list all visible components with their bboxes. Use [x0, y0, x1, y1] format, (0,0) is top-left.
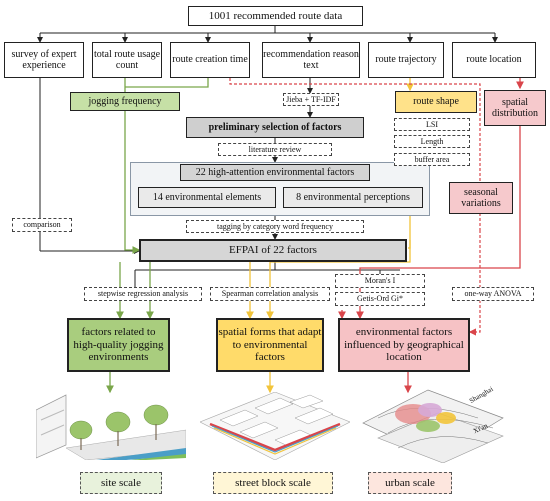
comparison-box: comparison — [12, 218, 72, 232]
factors22-title: 22 high-attention environmental factors — [180, 164, 370, 181]
source-location: route location — [452, 42, 536, 78]
source-reason: recommendation reason text — [262, 42, 360, 78]
stepwise-box: stepwise regression analysis — [84, 287, 202, 301]
source-trajectory: route trajectory — [368, 42, 444, 78]
source-creation: route creation time — [170, 42, 250, 78]
site-illustration — [36, 394, 186, 460]
environmental-perceptions-box: 8 environmental perceptions — [283, 187, 423, 208]
spearman-box: Spearman correlation analysis — [210, 287, 330, 301]
scale-urban: urban scale — [368, 472, 452, 494]
getis-box: Getis-Ord Gi* — [335, 292, 425, 306]
metric-buffer-area: buffer area — [394, 153, 470, 166]
metric-lsi: LSI — [394, 118, 470, 131]
tagging-box: tagging by category word frequency — [186, 220, 364, 233]
route-shape-box: route shape — [395, 91, 477, 113]
scale-site: site scale — [80, 472, 162, 494]
jieba-tfidf-box: Jieba + TF-IDF — [283, 93, 339, 106]
preliminary-selection-box: preliminary selection of factors — [186, 117, 364, 138]
seasonal-variations-box: seasonal variations — [449, 182, 513, 214]
anova-box: one-way ANOVA — [452, 287, 534, 301]
scale-street-block: street block scale — [213, 472, 333, 494]
street-block-illustration — [200, 392, 350, 460]
environmental-elements-box: 14 environmental elements — [138, 187, 276, 208]
jogging-frequency-box: jogging frequency — [70, 92, 180, 111]
result-site-box: factors related to high-quality jogging … — [67, 318, 170, 372]
top-data-box: 1001 recommended route data — [188, 6, 363, 26]
metric-length: Length — [394, 135, 470, 148]
result-street-box: spatial forms that adapt to environmenta… — [216, 318, 324, 372]
morans-box: Moran's I — [335, 274, 425, 288]
urban-map-illustration — [362, 389, 504, 463]
source-expert: survey of expert experience — [4, 42, 84, 78]
spatial-distribution-box: spatial distribution — [484, 90, 546, 126]
literature-review-box: literature review — [218, 143, 332, 156]
result-urban-box: environmental factors influenced by geog… — [338, 318, 470, 372]
efpai-box: EFPAI of 22 factors — [139, 239, 407, 262]
source-usage: total route usage count — [92, 42, 162, 78]
